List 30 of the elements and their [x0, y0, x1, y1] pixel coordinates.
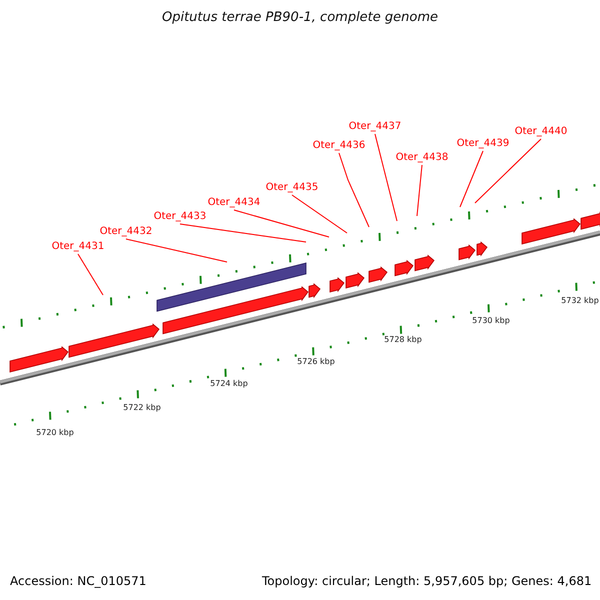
scale-label: 5730 kbp	[472, 316, 510, 326]
gene-label: Oter_4437	[348, 121, 402, 133]
leader-line	[338, 152, 370, 228]
scale-label: 5720 kbp	[36, 428, 74, 438]
scale-label: 5726 kbp	[297, 357, 335, 367]
leader-line	[234, 210, 330, 238]
scale-label: 5724 kbp	[210, 379, 248, 389]
gene-label: Oter_4431	[52, 241, 104, 253]
leader-line	[78, 254, 104, 296]
gene-label: Oter_4436	[312, 140, 366, 152]
gene-label: Oter_4440	[514, 126, 568, 138]
leader-line	[126, 238, 228, 262]
gene-label: Oter_4433	[154, 211, 206, 223]
genome-info-text: Topology: circular; Length: 5,957,605 bp; Genes: 4,681	[262, 574, 592, 588]
title: Opitutus terrae PB90-1, complete genome	[160, 10, 440, 25]
gene-label: Oter_4434	[208, 197, 260, 209]
scale-label: 5728 kbp	[384, 335, 422, 345]
leader-line	[416, 164, 422, 216]
scale-label: 5732 kbp	[561, 296, 599, 306]
leader-line	[374, 134, 398, 222]
leader-line	[292, 194, 348, 234]
gene-label: Oter_4432	[100, 226, 152, 238]
scale-label: 5722 kbp	[123, 403, 161, 413]
leader-line	[180, 224, 306, 242]
leader-line	[460, 150, 484, 208]
gene-label: Oter_4435	[266, 182, 318, 194]
gene-label: Oter_4439	[456, 138, 510, 150]
gene-label: Oter_4438	[396, 152, 448, 164]
accession-text: Accession: NC_010571	[10, 574, 146, 588]
leader-line	[474, 138, 542, 204]
